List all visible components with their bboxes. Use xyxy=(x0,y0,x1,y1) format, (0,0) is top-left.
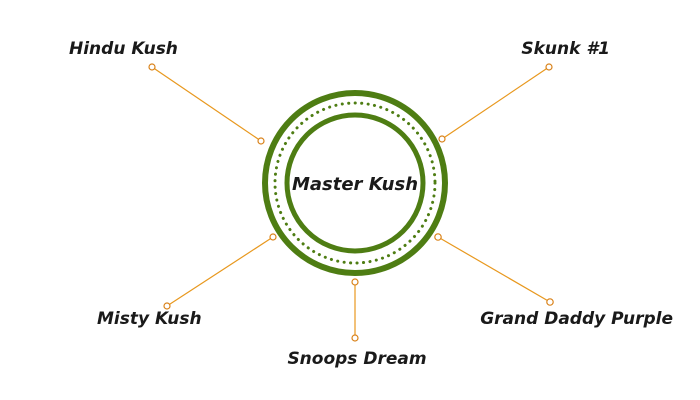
node-label-misty-kush: Misty Kush xyxy=(97,309,202,329)
hub: Master Kush xyxy=(262,90,448,276)
leaf-dot-snoops-dream xyxy=(351,334,359,342)
connector-grand-daddy-purple xyxy=(437,236,551,303)
connector-misty-kush xyxy=(166,236,274,307)
hub-dot-grand-daddy-purple xyxy=(434,233,442,241)
node-label-hindu-kush: Hindu Kush xyxy=(69,39,178,59)
hub-dot-hindu-kush xyxy=(257,137,265,145)
node-label-skunk-1: Skunk #1 xyxy=(521,39,610,59)
connectors xyxy=(151,66,551,338)
leaf-dot-hindu-kush xyxy=(148,63,156,71)
connector-skunk-1 xyxy=(441,66,550,140)
hub-inner-ring xyxy=(284,112,426,254)
hub-dotted-ring xyxy=(273,101,437,265)
leaf-dot-skunk-1 xyxy=(545,63,553,71)
node-labels: Hindu Kush Skunk #1 Misty Kush Grand Dad… xyxy=(69,39,673,369)
leaf-dot-misty-kush xyxy=(163,302,171,310)
connector-hindu-kush xyxy=(151,66,262,142)
node-label-snoops-dream: Snoops Dream xyxy=(287,349,426,369)
hub-dot-skunk-1 xyxy=(438,135,446,143)
endpoint-dots xyxy=(148,63,554,342)
node-label-grand-daddy-purple: Grand Daddy Purple xyxy=(480,309,673,329)
leaf-dot-grand-daddy-purple xyxy=(546,298,554,306)
hub-dot-snoops-dream xyxy=(351,278,359,286)
center-label: Master Kush xyxy=(292,174,418,195)
hub-dot-misty-kush xyxy=(269,233,277,241)
